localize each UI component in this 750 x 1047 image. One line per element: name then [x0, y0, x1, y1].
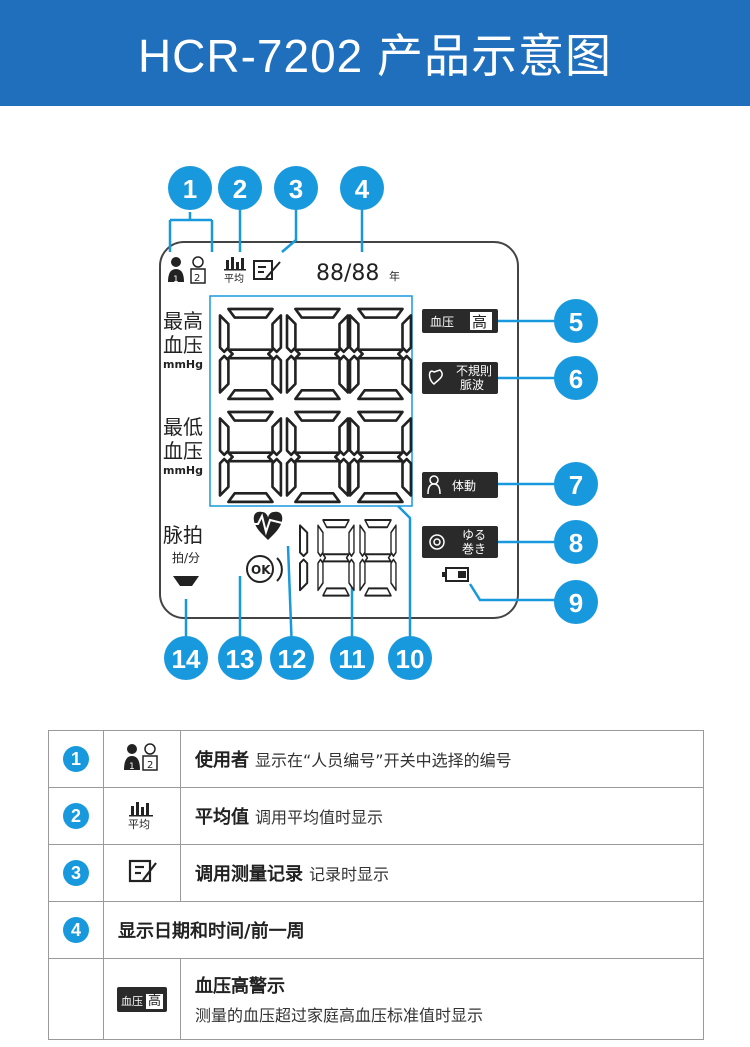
legend-row: 2 平均 平均值调用平均值时显示: [48, 787, 704, 845]
legend-title: 显示日期和时间/前一周: [118, 921, 305, 942]
callout-10: 10: [396, 644, 425, 674]
callout-2: 2: [233, 174, 247, 204]
callout-7: 7: [569, 470, 583, 500]
callout-4: 4: [355, 174, 370, 204]
callout-8: 8: [569, 528, 583, 558]
legend-title: 使用者: [195, 750, 249, 771]
sys-label-2: 血压: [163, 333, 203, 357]
svg-text:血压: 血压: [430, 315, 454, 329]
legend-title: 血压高警示: [195, 976, 285, 997]
legend-desc: 调用平均值时显示: [255, 808, 384, 827]
average-icon: 平均: [224, 257, 246, 285]
legend-desc: 显示在“人员编号”开关中选择的编号: [255, 751, 512, 770]
legend-row: 1 1 2 使用者显示在“人员编号”开关中选择的编号: [48, 730, 704, 788]
callout-12: 12: [278, 644, 307, 674]
callout-1: 1: [183, 174, 197, 204]
pulse-indicator-icon: [173, 576, 199, 586]
pulse-label: 脉拍: [163, 523, 203, 547]
callout-markers: 1 2 3 4 5 6 7 8 9 10 11 12 13 14: [164, 166, 598, 680]
body-motion-badge: 体動: [422, 472, 498, 498]
sys-label-1: 最高: [163, 309, 203, 333]
svg-text:脈波: 脈波: [460, 378, 484, 392]
battery-icon: [442, 567, 469, 582]
legend-row: 血压高 血压高警示测量的血压超过家庭高血压标准值时显示: [48, 958, 704, 1040]
svg-text:ゆる: ゆる: [462, 528, 486, 542]
svg-text:1: 1: [129, 762, 135, 772]
dia-label-1: 最低: [163, 415, 203, 439]
legend-row: 3 调用测量记录记录时显示: [48, 844, 704, 902]
lcd-diagram: 1 2 3 4 5 6 7 8 9 10 11 12 13 14 1 2 平均 …: [159, 166, 598, 680]
date-display: 88/88: [316, 261, 379, 286]
dia-unit: mmHg: [163, 464, 203, 477]
svg-text:2: 2: [147, 760, 153, 771]
svg-text:平均: 平均: [128, 818, 150, 830]
legend-row: 4 显示日期和时间/前一周: [48, 901, 704, 959]
legend-number: 2: [63, 803, 89, 829]
callout-3: 3: [289, 174, 303, 204]
callout-14: 14: [172, 644, 201, 674]
legend-title: 调用测量记录: [195, 864, 303, 885]
svg-text:巻き: 巻き: [462, 542, 486, 556]
svg-text:不規則: 不規則: [456, 363, 492, 378]
high-bp-badge-icon: 血压高: [116, 986, 167, 1012]
memo-icon: [103, 844, 181, 902]
svg-text:体動: 体動: [452, 479, 476, 493]
sys-unit: mmHg: [163, 358, 203, 371]
legend-number: 3: [63, 860, 89, 886]
user-icon: 1 2: [168, 256, 206, 285]
svg-text:平均: 平均: [224, 273, 244, 285]
loose-cuff-badge: ゆる 巻き: [422, 526, 498, 558]
svg-text:OK: OK: [251, 563, 271, 577]
high-bp-badge: 血压 高: [422, 309, 498, 333]
legend-number: 1: [63, 746, 89, 772]
average-icon: 平均: [103, 787, 181, 845]
callout-13: 13: [226, 644, 255, 674]
callout-11: 11: [338, 644, 366, 674]
svg-text:高: 高: [472, 313, 487, 331]
legend-desc: 记录时显示: [309, 865, 390, 884]
callout-6: 6: [569, 364, 583, 394]
irregular-pulse-badge: 不規則 脈波: [422, 362, 498, 394]
legend-title: 平均值: [195, 807, 249, 828]
ok-icon: OK: [246, 555, 283, 583]
legend-desc: 测量的血压超过家庭高血压标准值时显示: [195, 1006, 484, 1025]
legend-table: 1 1 2 使用者显示在“人员编号”开关中选择的编号 2 平均 平均值调用平均值…: [48, 730, 704, 1040]
svg-text:2: 2: [194, 273, 200, 284]
callout-9: 9: [569, 588, 583, 618]
user-icon: 1 2: [103, 730, 181, 788]
dia-label-2: 血压: [163, 439, 203, 463]
callout-5: 5: [569, 307, 583, 337]
heart-icon: [248, 511, 287, 540]
svg-text:1: 1: [173, 275, 179, 285]
year-label: 年: [389, 269, 400, 283]
page-title-banner: HCR-7202 产品示意图: [0, 0, 750, 106]
page-title: HCR-7202 产品示意图: [137, 30, 613, 82]
legend-number: 4: [63, 917, 89, 943]
memo-icon: [253, 260, 281, 280]
pulse-unit: 拍/分: [172, 550, 200, 565]
